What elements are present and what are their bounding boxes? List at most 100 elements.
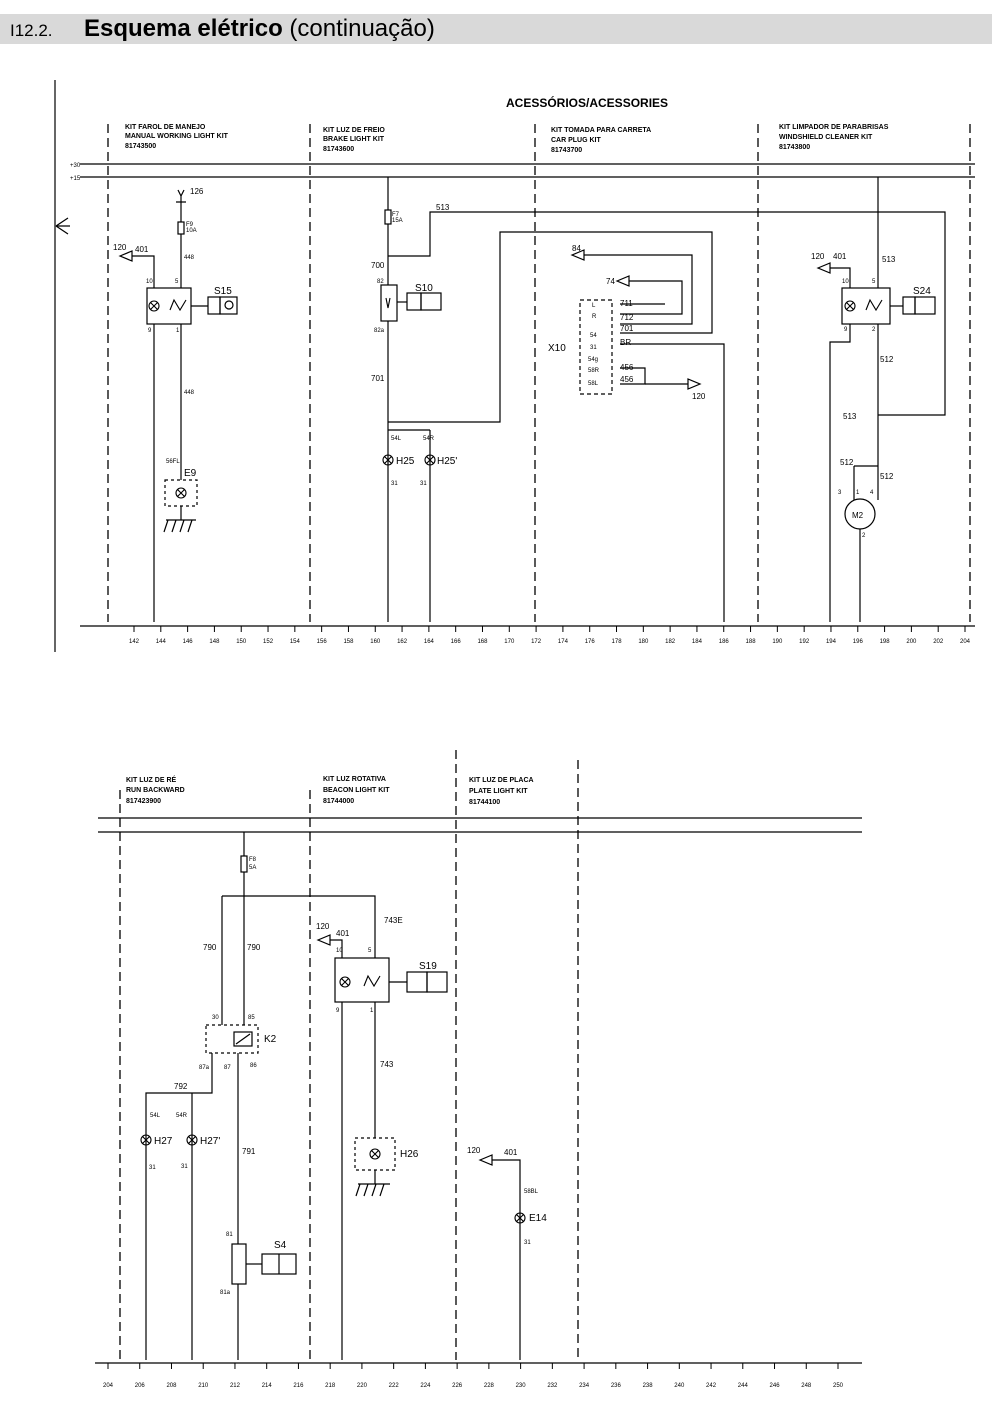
ruler-label: 222 [389, 1383, 400, 1389]
ruler-label: 206 [135, 1383, 146, 1389]
wire-743e: 743E [384, 916, 403, 925]
ruler-ticks-top [133, 626, 966, 632]
lamp-symbol [514, 1212, 526, 1224]
arrow-marker [55, 217, 70, 235]
wire-512-b: 512 [840, 458, 854, 467]
terminal-31-b: 31 [420, 481, 427, 487]
wire-120-plug: 120 [692, 392, 706, 401]
lamp-e14-label: E14 [529, 1213, 547, 1224]
ruler-label: 218 [325, 1383, 336, 1389]
wire-120-plate: 120 [467, 1146, 481, 1155]
terminal-81: 81 [226, 1232, 233, 1238]
lamps-bottom [140, 974, 526, 1224]
pin-r: R [592, 314, 597, 320]
terminal-87: 87 [224, 1065, 231, 1071]
ruler-label: 144 [156, 639, 167, 645]
wire-512: 512 [880, 355, 894, 364]
ruler-label: 248 [801, 1383, 812, 1389]
lamp-h25-label: H25 [396, 456, 415, 467]
switch-s19-label: S19 [419, 961, 437, 972]
kit-7-code: 81744100 [469, 799, 500, 806]
ruler-label: 146 [183, 639, 194, 645]
wire-513-wiper: 513 [882, 255, 896, 264]
kit-4-subtitle: WINDSHIELD CLEANER KIT [779, 134, 873, 141]
terminal-31-plate: 31 [524, 1240, 531, 1246]
terminal-3: 3 [838, 490, 842, 496]
fuse-f8-rating: 5A [249, 865, 256, 871]
pin-31: 31 [590, 345, 597, 351]
terminal-1: 1 [176, 328, 180, 334]
fuse-f9-rating: 10A [186, 228, 197, 234]
wire-120: 120 [113, 243, 127, 252]
ruler-label: 188 [746, 639, 757, 645]
wire-120-beacon: 120 [316, 922, 330, 931]
ruler-label: 242 [706, 1383, 717, 1389]
terminal-5: 5 [175, 279, 179, 285]
pin-58l: 58L [588, 381, 599, 387]
ruler-label: 214 [262, 1383, 273, 1389]
ruler-label: 150 [236, 639, 247, 645]
lamp-symbol [339, 976, 351, 988]
ruler-label: 184 [692, 639, 703, 645]
terminal-54r: 54R [423, 436, 435, 442]
wire-790-b: 790 [247, 943, 261, 952]
lamp-symbol [186, 1134, 198, 1146]
fuse-f7-rating: 15A [392, 218, 403, 224]
ruler-label: 200 [906, 639, 917, 645]
wire-712: 712 [620, 313, 634, 322]
lamp-symbol [175, 487, 187, 499]
lamp-h25b-label: H25' [437, 456, 457, 467]
lamp-symbol [844, 300, 856, 312]
wire-448: 448 [184, 255, 195, 261]
wire-700: 700 [371, 261, 385, 270]
ruler-label: 208 [166, 1383, 177, 1389]
kit-5-code: 817423900 [126, 798, 161, 805]
kit-1-title: KIT FAROL DE MANEJO [125, 124, 206, 131]
terminal-82: 82 [377, 279, 384, 285]
terminal-31-d: 31 [181, 1164, 188, 1170]
fuse-f9: F9 [186, 222, 194, 228]
section-number: I12.2. [10, 21, 53, 40]
terminal-10: 10 [146, 279, 153, 285]
wire-448-lower: 448 [184, 390, 195, 396]
lamp-h26-label: H26 [400, 1149, 419, 1160]
wire-791: 791 [242, 1147, 256, 1156]
kit-5-subtitle: RUN BACKWARD [126, 787, 185, 794]
ruler-label: 166 [451, 639, 462, 645]
terminal-2-motor: 2 [862, 533, 866, 539]
kit-2-code: 81743600 [323, 146, 354, 153]
ruler-label: 194 [826, 639, 837, 645]
ruler-label: 244 [738, 1383, 749, 1389]
wire-513: 513 [436, 203, 450, 212]
ruler-label: 180 [638, 639, 649, 645]
wire-743: 743 [380, 1060, 394, 1069]
fuse-f7: F7 [392, 212, 400, 218]
terminal-31-a: 31 [391, 481, 398, 487]
switch-s24-label: S24 [913, 286, 931, 297]
kit-3-code: 81743700 [551, 147, 582, 154]
header-bar [0, 14, 992, 44]
wire-792: 792 [174, 1082, 188, 1091]
ruler-label: 210 [198, 1383, 209, 1389]
ruler-label: 212 [230, 1383, 241, 1389]
kit-6-subtitle: BEACON LIGHT KIT [323, 787, 390, 794]
kit-1-code: 81743500 [125, 143, 156, 150]
ruler-label: 220 [357, 1383, 368, 1389]
terminal-5-wiper: 5 [872, 279, 876, 285]
wire-790-a: 790 [203, 943, 217, 952]
ruler-label: 168 [477, 639, 488, 645]
ruler-label: 170 [504, 639, 515, 645]
wire-456-a: 456 [620, 363, 634, 372]
kit-3-title: KIT TOMADA PARA CARRETA [551, 127, 651, 134]
wire-126: 126 [190, 187, 204, 196]
ruler-ticks-bottom [107, 1363, 839, 1369]
wire-512-c: 512 [880, 472, 894, 481]
terminal-1-beacon: 1 [370, 1008, 374, 1014]
lamp-symbol [140, 1134, 152, 1146]
terminal-85: 85 [248, 1015, 255, 1021]
terminal-9: 9 [148, 328, 152, 334]
ruler-label: 204 [960, 639, 971, 645]
ruler-label: 198 [880, 639, 891, 645]
kit-beacon-light [316, 934, 448, 1360]
ruler-label: 192 [799, 639, 810, 645]
